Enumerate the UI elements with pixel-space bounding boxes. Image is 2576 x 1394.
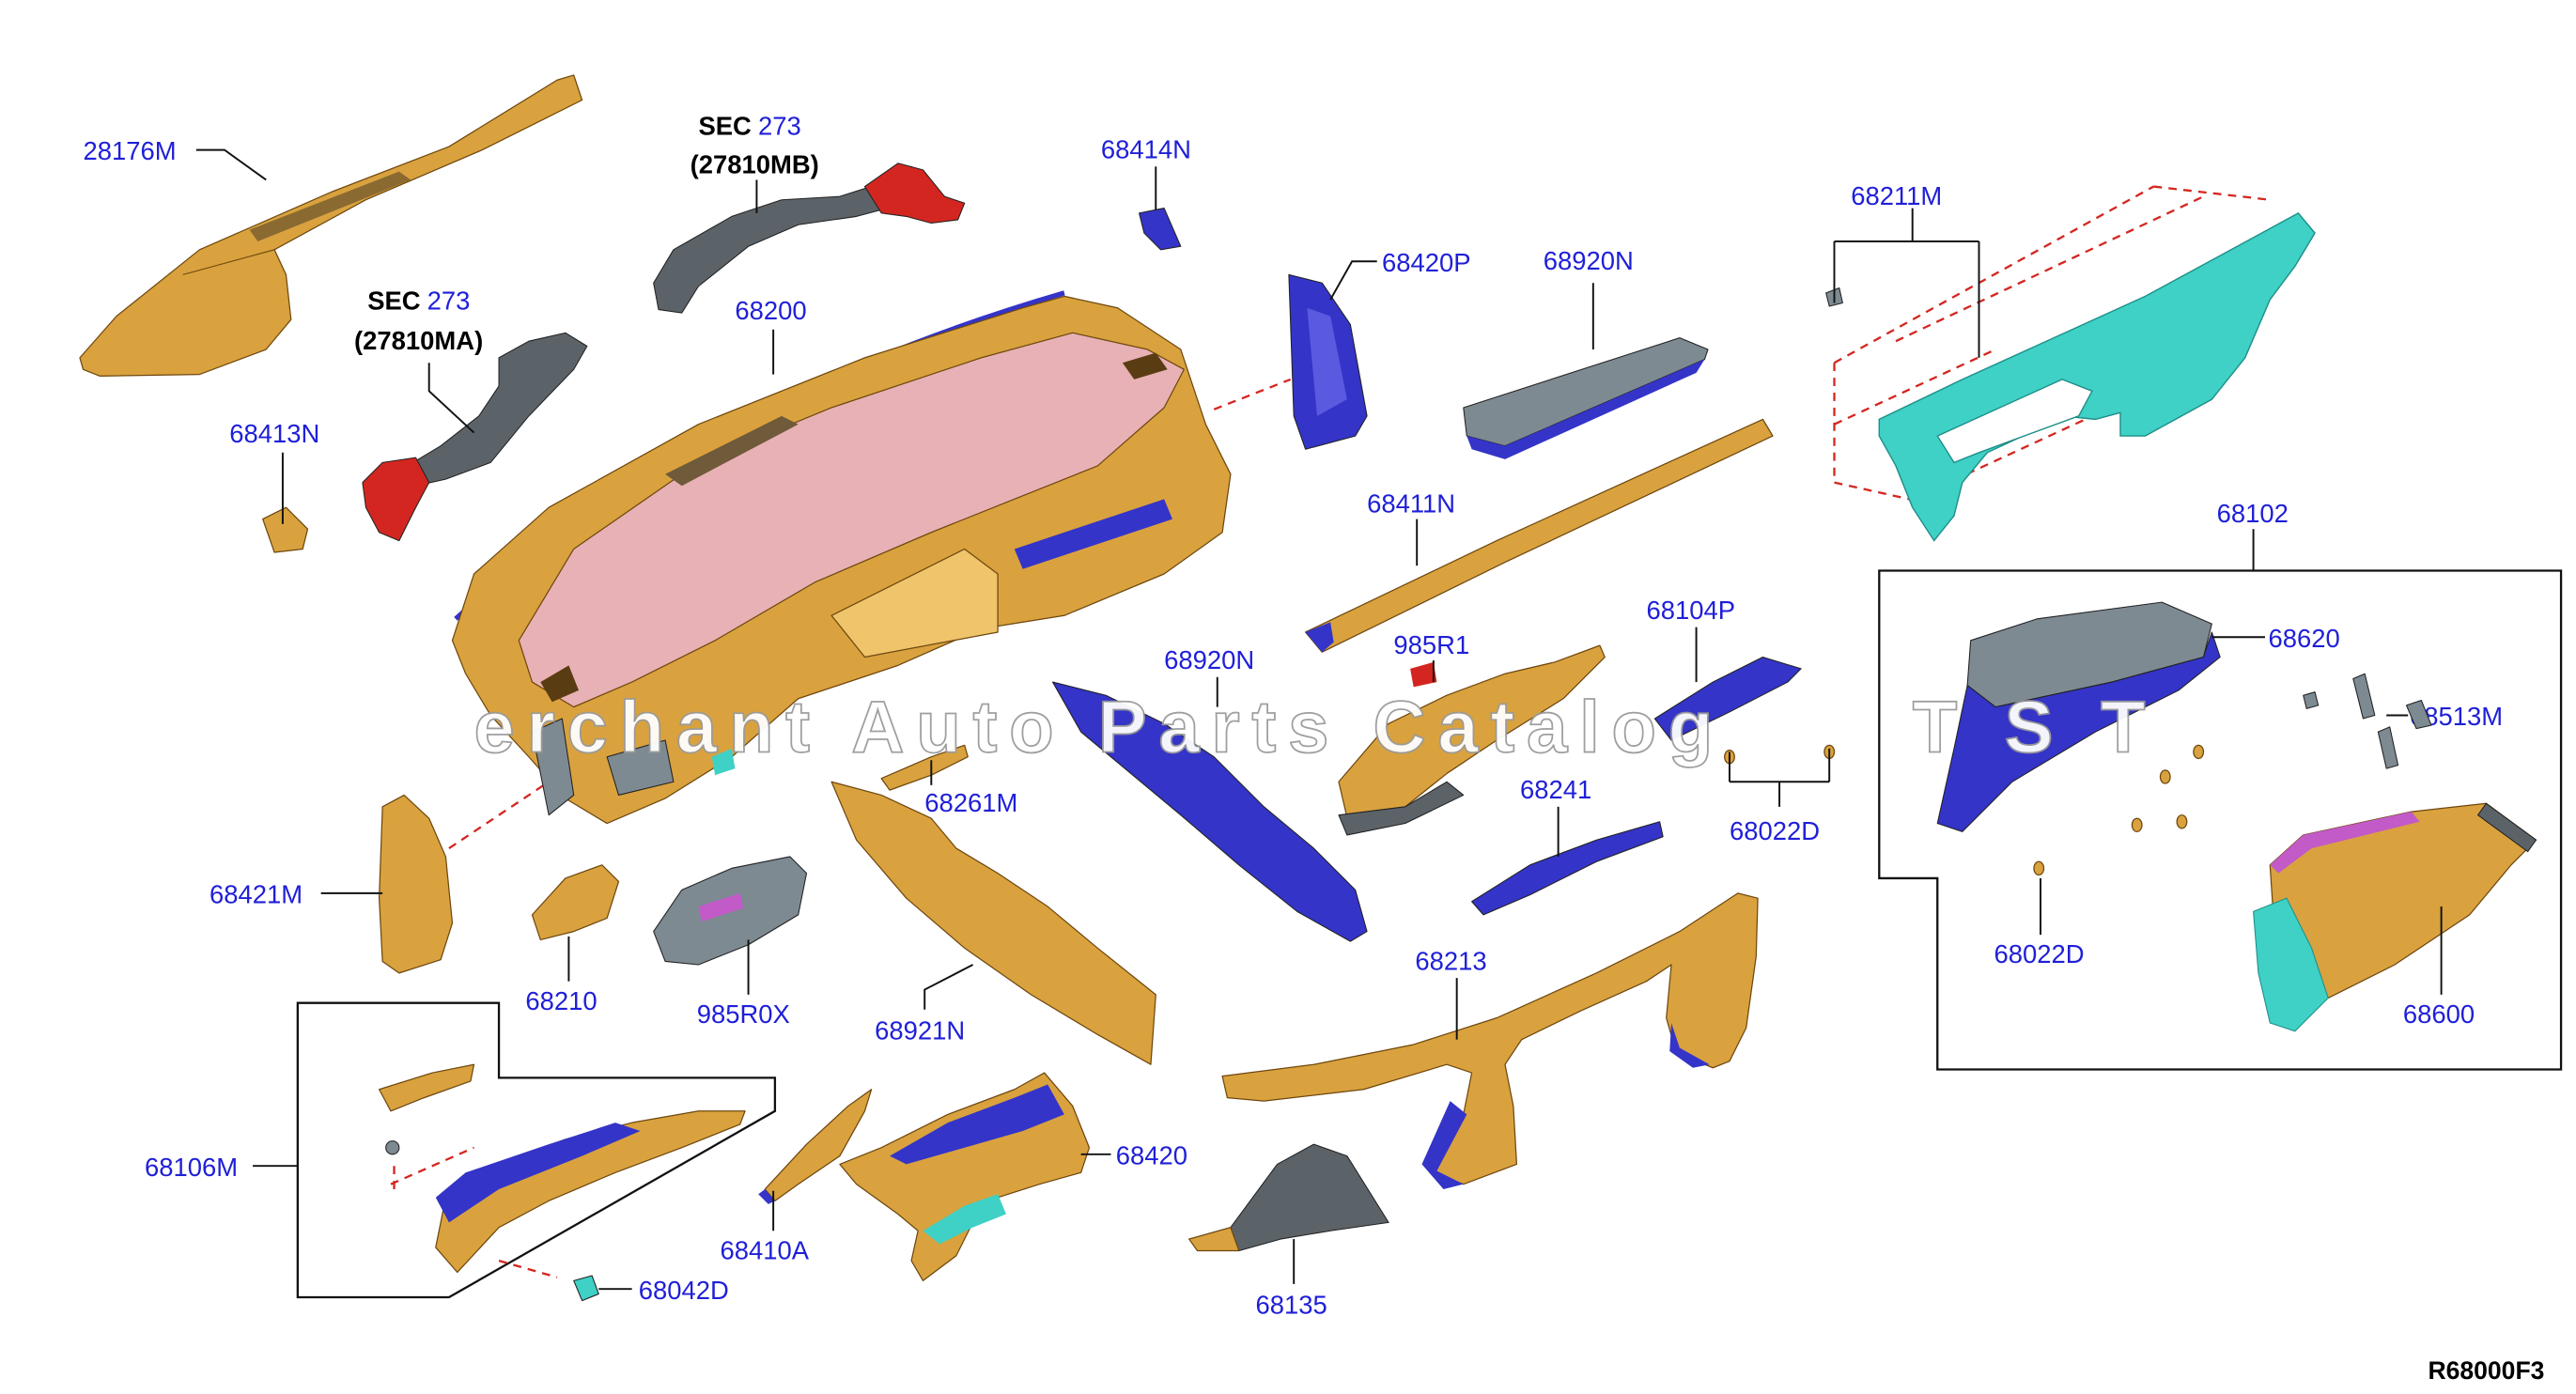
callout-68102[interactable]: 68102	[2217, 499, 2289, 528]
callout-68211m[interactable]: 68211M	[1851, 181, 1942, 210]
part-68022d-clips-right	[2033, 744, 2205, 876]
part-68513m-clip	[2405, 700, 2432, 730]
callout-68420p[interactable]: 68420P	[1382, 248, 1471, 277]
part-68042d	[573, 1275, 599, 1302]
callout-68210[interactable]: 68210	[525, 986, 597, 1015]
part-68104p	[1653, 656, 1802, 741]
sec-part-number: (27810MB)	[691, 149, 819, 178]
callout-68920n-lower[interactable]: 68920N	[1164, 645, 1254, 674]
callout-68413n[interactable]: 68413N	[229, 419, 319, 448]
callout-68620[interactable]: 68620	[2269, 624, 2340, 653]
part-68022d-clips-middle	[1724, 744, 1836, 765]
part-68414n	[1139, 208, 1182, 251]
part-985r0x	[653, 856, 808, 966]
part-68210	[531, 864, 620, 941]
part-68241	[1471, 821, 1664, 916]
part-68261m	[880, 744, 969, 791]
group-box-68106m	[296, 1001, 777, 1299]
callout-68022d-middle[interactable]: 68022D	[1730, 816, 1820, 845]
part-68600	[2253, 802, 2537, 1032]
sec-number[interactable]: 273	[427, 287, 471, 316]
callout-68410a[interactable]: 68410A	[720, 1235, 809, 1264]
part-985r1	[1338, 644, 1606, 836]
svg-text:TST: TST	[1913, 685, 2146, 767]
part-68920n-upper	[1463, 337, 1709, 459]
part-68420	[839, 1072, 1091, 1281]
part-68413n	[262, 506, 309, 553]
callout-985r1[interactable]: 985R1	[1393, 630, 1469, 659]
callout-68600[interactable]: 68600	[2403, 999, 2475, 1029]
sec-number[interactable]: 273	[758, 112, 801, 141]
callout-68921n[interactable]: 68921N	[875, 1016, 965, 1046]
part-68135	[1188, 1143, 1389, 1252]
part-68420p	[1288, 273, 1368, 450]
group-box-68102	[1878, 569, 2563, 1071]
part-27810mb-duct	[653, 163, 966, 314]
callout-68414n[interactable]: 68414N	[1101, 134, 1191, 163]
callout-68213[interactable]: 68213	[1415, 946, 1486, 975]
callout-68241[interactable]: 68241	[1520, 775, 1591, 804]
callout-68421m[interactable]: 68421M	[209, 880, 303, 909]
part-68200	[451, 290, 1232, 825]
part-68106m	[378, 1063, 746, 1274]
part-68921n	[830, 781, 1156, 1065]
callout-68420[interactable]: 68420	[1116, 1140, 1187, 1169]
illustration-code: R68000F3	[2428, 1356, 2544, 1385]
part-68920n-lower	[1051, 681, 1368, 942]
part-27810ma-duct	[362, 332, 588, 542]
callout-28176m[interactable]: 28176M	[84, 136, 177, 165]
sec-label: SEC	[367, 287, 421, 316]
sec-part-number: (27810MA)	[354, 326, 483, 355]
callout-68135[interactable]: 68135	[1255, 1291, 1327, 1320]
callout-68042d[interactable]: 68042D	[639, 1276, 729, 1305]
callout-68920n-upper[interactable]: 68920N	[1544, 246, 1634, 275]
part-68411n	[1304, 418, 1774, 653]
callout-68022d-right[interactable]: 68022D	[1994, 939, 2084, 968]
callouts: 28176M 68414N 68211M 68420P 68920N 68200…	[84, 134, 2504, 1319]
part-68421m	[378, 794, 454, 974]
callout-68106m[interactable]: 68106M	[145, 1153, 238, 1182]
leader-lines	[195, 148, 2443, 1291]
part-68410a	[758, 1089, 873, 1204]
part-68620	[1936, 601, 2221, 832]
callout-68261m[interactable]: 68261M	[924, 788, 1017, 817]
callout-68411n[interactable]: 68411N	[1367, 489, 1455, 519]
callout-68104p[interactable]: 68104P	[1646, 596, 1735, 625]
callout-985r0x[interactable]: 985R0X	[697, 999, 790, 1029]
part-28176m	[79, 74, 583, 377]
part-68213	[1221, 892, 1759, 1189]
callout-68200[interactable]: 68200	[735, 296, 806, 325]
part-68211m	[1825, 211, 2316, 542]
sec-label: SEC	[698, 112, 752, 141]
part-68513m	[2303, 673, 2399, 769]
